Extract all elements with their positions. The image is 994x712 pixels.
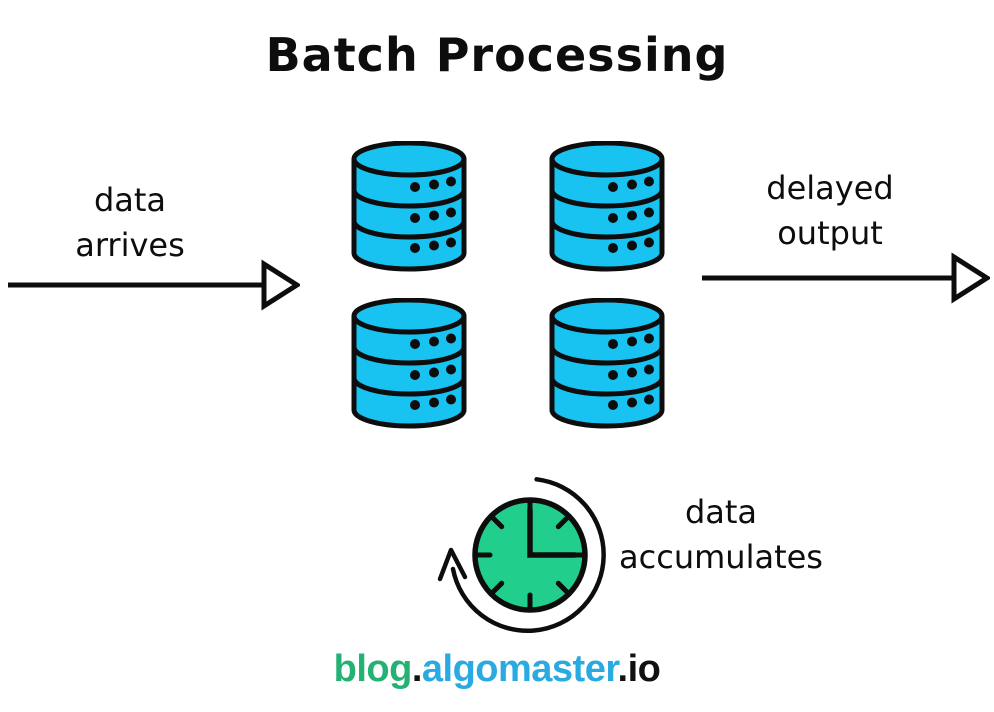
footer-dot: . <box>411 648 423 690</box>
clock-with-circular-arrow <box>437 477 606 633</box>
footer-blog-text: blog <box>333 648 413 690</box>
accumulate-label-line2: accumulates <box>619 538 823 577</box>
input-label-line1: data <box>93 181 167 219</box>
database-icon <box>546 298 668 430</box>
clock-hands <box>527 507 578 558</box>
input-label: data arrives <box>30 178 230 269</box>
clock-icon <box>472 497 588 613</box>
accumulate-label: data accumulates <box>606 490 836 581</box>
input-label-line2: arrives <box>75 226 185 265</box>
footer-branding: blog.algomaster.io <box>0 648 994 691</box>
database-icon <box>348 298 470 430</box>
database-icon <box>348 141 470 273</box>
page-title: Batch Processing <box>265 28 729 82</box>
footer-domain-text: algomaster <box>421 648 618 690</box>
footer-dot: . <box>617 648 629 690</box>
output-right-arrow-icon <box>702 252 990 304</box>
footer-tld-text: io <box>627 648 661 690</box>
output-label-line2: output <box>777 214 883 253</box>
output-label-line1: delayed <box>766 169 894 207</box>
database-icon <box>546 141 668 273</box>
circular-refresh-arrow-icon <box>437 477 606 633</box>
accumulate-label-line1: data <box>684 493 758 531</box>
input-right-arrow-icon <box>8 259 300 311</box>
output-label: delayed output <box>720 166 940 257</box>
